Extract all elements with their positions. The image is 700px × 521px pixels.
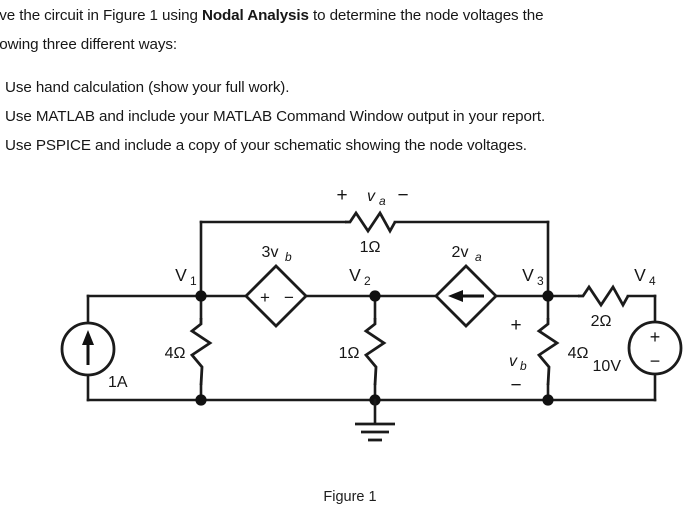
vb-plus-sign: + <box>510 315 521 336</box>
problem-line-1: lve the circuit in Figure 1 using Nodal … <box>0 7 544 24</box>
circuit-schematic: 1Ω + v a − 4Ω 1Ω 4Ω + v b − 2Ω 1A <box>60 185 683 442</box>
node-label-v1-subscript: 1 <box>190 274 197 288</box>
node-dot-v3-top <box>542 290 554 302</box>
node-label-v3: V 3 <box>522 265 544 288</box>
voltage-source-plus: + <box>650 327 661 347</box>
resistor-v2-label: 1Ω <box>339 345 360 362</box>
node-label-v2-text: V <box>349 265 361 285</box>
problem-line-1-post: to determine the node voltages the <box>308 7 544 24</box>
node-label-v3-subscript: 3 <box>537 274 544 288</box>
node-label-v1: V 1 <box>175 265 197 288</box>
problem-line-1-pre: lve the circuit in Figure 1 using <box>0 7 202 24</box>
dep-isource-label-subscript: a <box>475 250 482 264</box>
problem-line-2: lowing three different ways: <box>0 36 177 53</box>
circuit-diagram: 1Ω + v a − 4Ω 1Ω 4Ω + v b − 2Ω 1A <box>0 175 700 465</box>
figure-caption: Figure 1 <box>323 489 377 505</box>
va-label: v <box>367 188 376 205</box>
node-dot-v1-top <box>195 290 207 302</box>
vb-minus-sign: − <box>510 375 521 396</box>
resistor-v1-label: 4Ω <box>165 345 186 362</box>
vb-label: v <box>509 353 518 370</box>
va-polarity-group: + v a − <box>336 185 408 208</box>
voltage-source-body <box>627 320 683 376</box>
resistor-right-2ohm: 2Ω <box>578 284 630 330</box>
current-source-label: 1A <box>108 374 128 391</box>
dep-isource-label: 2v <box>452 244 469 261</box>
voltage-source-minus: − <box>650 351 661 371</box>
va-minus-sign: − <box>397 185 408 206</box>
vb-polarity-group: + v b − <box>509 315 527 396</box>
node-label-v1-text: V <box>175 265 187 285</box>
ground-symbol <box>355 398 395 442</box>
resistor-v3-zigzag <box>536 318 560 386</box>
resistor-top-1ohm: 1Ω <box>345 210 397 256</box>
problem-line-4: Use MATLAB and include your MATLAB Comma… <box>5 108 546 125</box>
problem-line-1-bold: Nodal Analysis <box>201 7 309 24</box>
voltage-source-label: 10V <box>593 358 622 375</box>
node-dot-v1-bottom <box>195 394 207 406</box>
dep-vsource-plus: + <box>260 288 270 307</box>
dep-vsource-label: 3v <box>262 244 279 261</box>
dep-vsource-label-subscript: b <box>285 250 292 264</box>
problem-line-3: Use hand calculation (show your full wor… <box>5 79 290 96</box>
dep-vsource-diamond <box>244 264 308 328</box>
node-label-v2-subscript: 2 <box>364 274 371 288</box>
resistor-v2-zigzag <box>363 318 387 386</box>
node-label-v4-text: V <box>634 265 646 285</box>
node-label-v2: V 2 <box>349 265 371 288</box>
current-source-arrow-head <box>82 330 94 345</box>
node-dot-v2-top <box>369 290 381 302</box>
resistor-v2-1ohm: 1Ω <box>339 318 387 386</box>
problem-line-5: Use PSPICE and include a copy of your sc… <box>5 137 527 154</box>
resistor-v1-4ohm: 4Ω <box>165 318 213 386</box>
resistor-v3-label: 4Ω <box>568 345 589 362</box>
resistor-v3-4ohm: 4Ω <box>536 318 589 386</box>
node-label-v3-text: V <box>522 265 534 285</box>
dep-isource-arrow-head <box>448 290 463 302</box>
node-label-v4-subscript: 4 <box>649 274 656 288</box>
va-plus-sign: + <box>336 185 347 206</box>
resistor-top-zigzag <box>345 210 397 234</box>
current-source-1a: 1A <box>60 321 128 391</box>
dep-vsource-minus: − <box>284 288 294 307</box>
resistor-v1-zigzag <box>189 318 213 386</box>
node-label-v4: V 4 <box>634 265 656 288</box>
dependent-current-source-2va: 2v a <box>434 244 498 328</box>
voltage-source-10v: + − 10V <box>593 320 683 376</box>
resistor-top-label: 1Ω <box>360 239 381 256</box>
vb-label-subscript: b <box>520 359 527 373</box>
dependent-voltage-source-3vb: + − 3v b <box>244 244 308 328</box>
resistor-right-zigzag <box>578 284 630 308</box>
node-dot-v3-bottom <box>542 394 554 406</box>
resistor-right-label: 2Ω <box>591 313 612 330</box>
va-label-subscript: a <box>379 194 386 208</box>
